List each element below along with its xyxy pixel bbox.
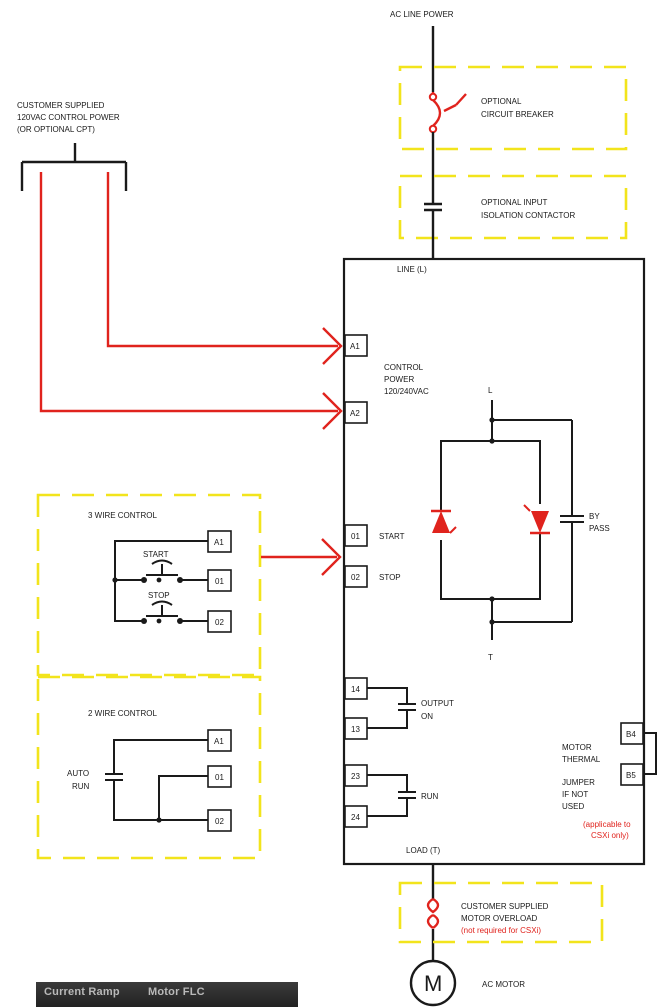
w3-terminal-02-label: 02 xyxy=(215,618,224,627)
three-wire-optional-box xyxy=(36,493,262,677)
ac-motor-label: AC MOTOR xyxy=(482,980,525,989)
terminal-a2 xyxy=(344,401,368,424)
terminal-13-label: 13 xyxy=(351,725,360,734)
jumper-label-1: JUMPER xyxy=(562,778,595,787)
contactor-label-1: OPTIONAL INPUT xyxy=(481,198,547,207)
terminal-23-label: 23 xyxy=(351,772,360,781)
control-power-source-bracket xyxy=(20,143,128,191)
l-label: L xyxy=(488,386,493,395)
stop-pushbutton-icon xyxy=(146,600,178,617)
terminal-a1 xyxy=(344,334,368,357)
terminal-02 xyxy=(344,565,368,588)
start-pushbutton-icon xyxy=(146,559,178,576)
stop-button-label: STOP xyxy=(148,591,170,600)
control-wire-a1 xyxy=(106,172,338,348)
three-wire-label: 3 WIRE CONTROL xyxy=(88,511,157,520)
contactor-optional-box xyxy=(398,174,628,240)
auto-run-label-1: AUTO xyxy=(67,769,89,778)
contactor-symbol xyxy=(424,202,442,212)
soft-starter-box xyxy=(342,257,646,866)
auto-run-label-2: RUN xyxy=(72,782,90,791)
terminal-b5-label: B5 xyxy=(626,771,636,780)
bypass-label-2: PASS xyxy=(589,524,610,533)
w2-terminal-a1-label: A1 xyxy=(214,737,224,746)
w2-terminal-01-label: 01 xyxy=(215,773,224,782)
scr-network xyxy=(440,400,584,640)
overload-symbol xyxy=(425,897,441,929)
terminal-a1-label: A1 xyxy=(350,342,360,351)
control-power-label-1: CONTROL xyxy=(384,363,424,372)
motor-symbol-label: M xyxy=(424,971,442,996)
start-button-label: START xyxy=(143,550,169,559)
two-wire-circuit xyxy=(105,739,208,823)
control-wire-a2 xyxy=(39,172,338,413)
customer-power-label-1: CUSTOMER SUPPLIED xyxy=(17,101,105,110)
overload-optional-box xyxy=(398,881,604,944)
customer-power-label-2: 120VAC CONTROL POWER xyxy=(17,113,120,122)
breaker-label-2: CIRCUIT BREAKER xyxy=(481,110,554,119)
overload-label-1: CUSTOMER SUPPLIED xyxy=(461,902,549,911)
applicable-label-1: (applicable to xyxy=(583,820,631,829)
contactor-label-2: ISOLATION CONTACTOR xyxy=(481,211,575,220)
arrow-a2 xyxy=(322,392,343,430)
terminal-02-label: 02 xyxy=(351,573,360,582)
w3-terminal-a1-label: A1 xyxy=(214,538,224,547)
photo-text-1: Current Ramp xyxy=(44,986,120,998)
three-wire-circuit xyxy=(112,540,208,624)
two-wire-optional-box xyxy=(36,675,262,860)
terminal-01 xyxy=(344,524,368,547)
ac-line-power-label: AC LINE POWER xyxy=(390,10,454,19)
thermal-jumper xyxy=(643,732,657,775)
output-on-label-1: OUTPUT xyxy=(421,699,454,708)
circuit-breaker-symbol xyxy=(428,92,467,134)
w3-terminal-01-label: 01 xyxy=(215,577,224,586)
control-power-label-2: POWER xyxy=(384,375,414,384)
overload-label-2: MOTOR OVERLOAD xyxy=(461,914,538,923)
breaker-optional-box xyxy=(398,65,628,151)
applicable-label-2: CSXi only) xyxy=(591,831,629,840)
terminal-b4-label: B4 xyxy=(626,730,636,739)
motor-thermal-label-1: MOTOR xyxy=(562,743,592,752)
jumper-label-2: IF NOT xyxy=(562,790,588,799)
panel-photo-strip: Current Ramp Motor FLC xyxy=(36,982,298,1007)
run-contact xyxy=(367,774,416,817)
scr-left-icon xyxy=(431,509,457,540)
motor-thermal-label-2: THERMAL xyxy=(562,755,601,764)
two-wire-label: 2 WIRE CONTROL xyxy=(88,709,157,718)
bypass-label-1: BY xyxy=(589,512,600,521)
terminal-24-label: 24 xyxy=(351,813,360,822)
jumper-label-3: USED xyxy=(562,802,584,811)
breaker-label-1: OPTIONAL xyxy=(481,97,522,106)
output-on-label-2: ON xyxy=(421,712,433,721)
terminal-01-label: 01 xyxy=(351,532,360,541)
start-label: START xyxy=(379,532,405,541)
t-label: T xyxy=(488,653,493,662)
output-on-contact xyxy=(367,687,416,729)
w3-start-arrow-head xyxy=(321,538,342,576)
load-t-label: LOAD (T) xyxy=(406,846,441,855)
stop-label: STOP xyxy=(379,573,401,582)
run-label: RUN xyxy=(421,792,439,801)
terminal-a2-label: A2 xyxy=(350,409,360,418)
customer-power-label-3: (OR OPTIONAL CPT) xyxy=(17,125,95,134)
w2-terminal-02-label: 02 xyxy=(215,817,224,826)
motor-symbol xyxy=(409,959,457,1007)
terminal-14-label: 14 xyxy=(351,685,360,694)
scr-right-icon xyxy=(523,504,550,535)
photo-text-2: Motor FLC xyxy=(148,986,205,998)
line-l-label: LINE (L) xyxy=(397,265,427,274)
overload-label-3: (not required for CSXi) xyxy=(461,926,541,935)
control-power-label-3: 120/240VAC xyxy=(384,387,429,396)
arrow-a1 xyxy=(322,327,343,365)
